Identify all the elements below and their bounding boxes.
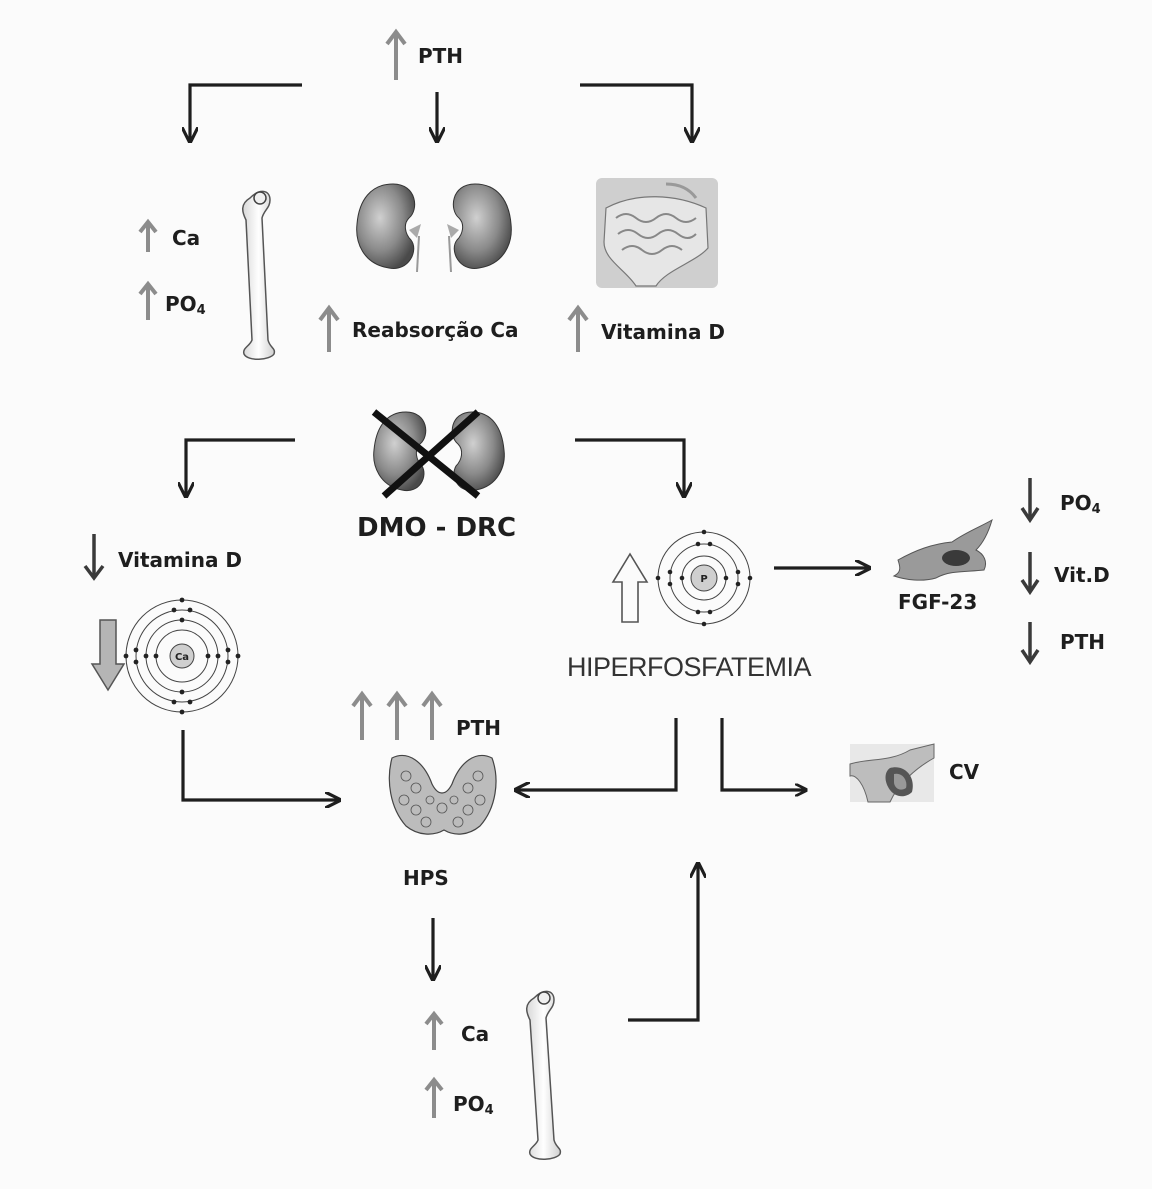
p-atom-label: P [700,574,707,585]
hps-label: HPS [403,868,449,888]
po-subscript: 4 [197,303,206,318]
po-subscript: 4 [1092,502,1101,517]
bottom-bone-po4-label: PO4 [453,1094,494,1117]
up-arrow-icon [388,694,406,740]
vitamina-d-up-label: Vitamina D [601,322,725,342]
up-arrow-icon [387,32,405,80]
arrow-hiper-to-hps [517,718,676,790]
up-arrow-icon [320,308,338,352]
pth-triple-label: PTH [456,718,501,738]
arrow-ca-to-hps [183,730,338,800]
po-text: PO [1060,491,1092,515]
hollow-up-arrow-icon [613,554,647,622]
down-arrow-icon [1022,552,1038,592]
up-arrow-icon [140,222,156,252]
fgf-pth-label: PTH [1060,632,1105,652]
dmo-drc-title: DMO - DRC [357,515,516,541]
down-arrow-icon [1022,478,1038,520]
fgf-po4-label: PO4 [1060,493,1101,516]
arrow-pth-to-bone [190,85,302,140]
arrow-pth-to-intestine [580,85,692,140]
up-arrow-icon [140,284,156,320]
arrow-hiper-to-cv [722,718,805,790]
arrow-dmo-to-left [186,440,295,495]
bone-ca-label: Ca [172,228,200,248]
up-arrow-icon [353,694,371,740]
bone-po4-label: PO4 [165,294,206,317]
kidneys-icon [357,184,512,272]
down-arrow-icon [1022,622,1038,662]
flow-arrows [183,85,868,1020]
cv-label: CV [949,762,979,782]
po-text: PO [165,292,197,316]
bottom-bone-ca-label: Ca [461,1024,489,1044]
parathyroid-icon [389,756,496,835]
hollow-down-arrow-icon [92,620,124,690]
fgf23-label: FGF-23 [898,592,977,612]
po-text: PO [453,1092,485,1116]
crossed-kidneys-icon [374,412,505,496]
femur-icon [243,191,275,359]
hiperfosfatemia-label: HIPERFOSFATEMIA [567,654,811,681]
fgf23-cell-icon [894,520,992,580]
pth-top-label: PTH [418,46,463,66]
ca-atom-label: Ca [175,652,189,663]
up-arrow-icon [426,1014,442,1050]
up-arrow-icon [426,1080,442,1118]
reabsorcao-ca-label: Reabsorção Ca [352,320,519,340]
cardiovascular-vessel-icon [850,744,934,802]
up-arrow-icon [423,694,441,740]
arrow-bone-to-hiper [628,865,698,1020]
po-subscript: 4 [485,1103,494,1118]
up-arrow-icon [569,308,587,352]
down-arrow-icon [85,534,103,578]
fgf-vitd-label: Vit.D [1054,565,1110,585]
arrow-dmo-to-right [575,440,684,495]
femur-icon [527,991,561,1159]
phosphorus-atom-icon: P [656,530,753,627]
vitamina-d-down-label: Vitamina D [118,550,242,570]
intestine-icon [596,178,718,288]
calcium-atom-icon: Ca [124,598,241,715]
